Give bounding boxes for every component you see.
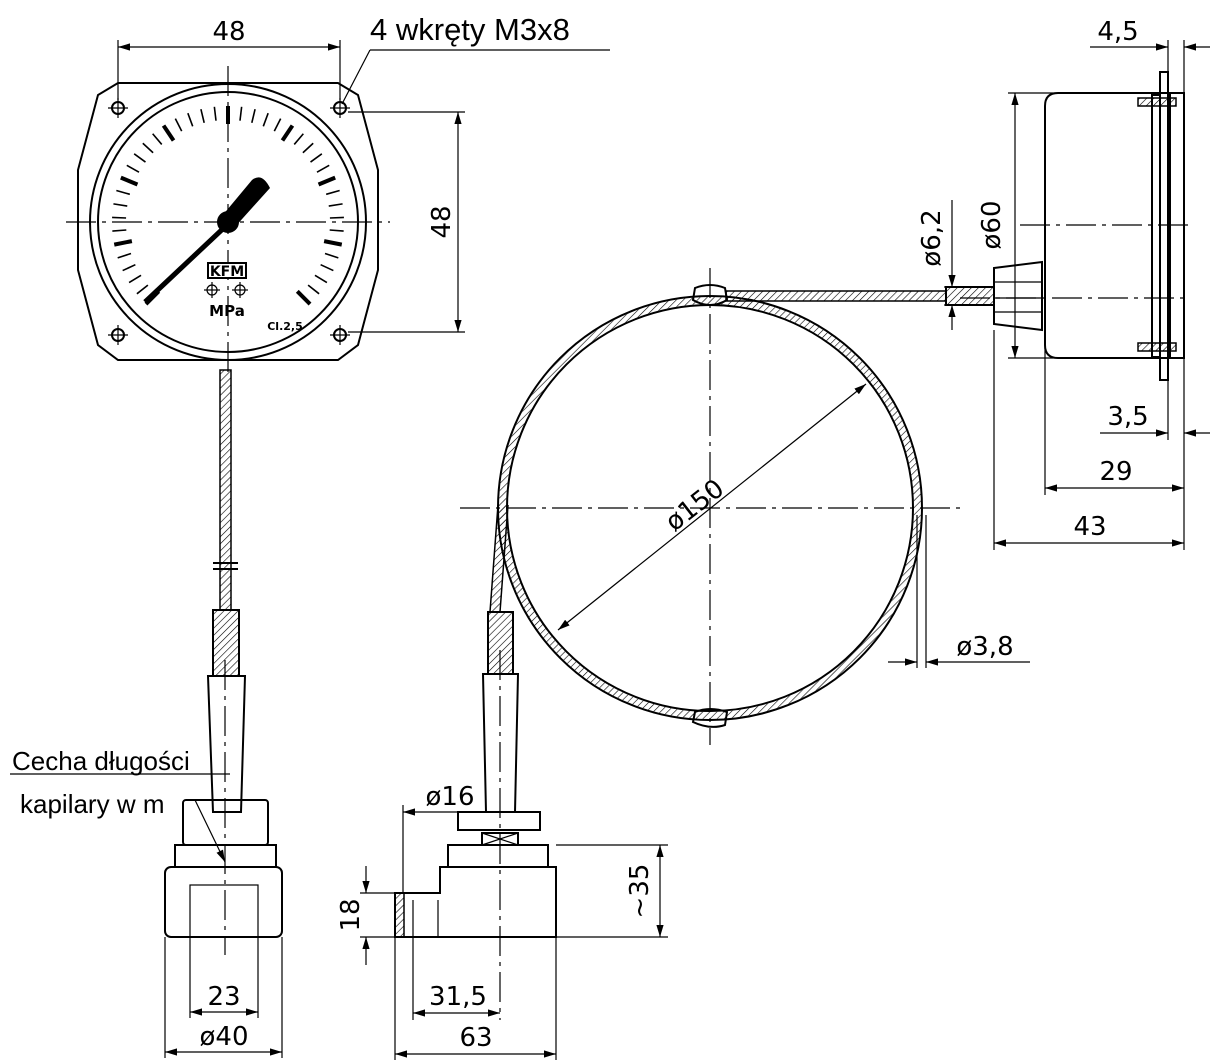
dim-23: 23 xyxy=(207,982,240,1012)
certification-symbols xyxy=(204,282,248,298)
dial-tick xyxy=(142,142,154,154)
dial-tick xyxy=(239,106,243,121)
dial-tick xyxy=(113,239,133,247)
screws-note: 4 wkręty M3x8 xyxy=(370,12,570,47)
dial-tick xyxy=(126,164,140,173)
dial-tick xyxy=(251,109,256,124)
dim-d40: ø40 xyxy=(200,1022,249,1052)
dial-tick xyxy=(280,124,295,142)
dim-d16: ø16 xyxy=(426,782,475,812)
dial-tick xyxy=(316,164,330,173)
dim-d60: ø60 xyxy=(977,201,1007,250)
dial-tick xyxy=(329,216,344,219)
brand-logo-box xyxy=(207,262,247,279)
dial-tick xyxy=(310,153,323,163)
dim-approx-35: ~35 xyxy=(625,864,655,919)
dial-tick xyxy=(213,106,217,121)
dial-tick xyxy=(262,112,269,127)
dial-tick xyxy=(113,203,128,207)
dial-tick xyxy=(273,118,282,132)
dial-tick xyxy=(314,274,328,284)
dim-63: 63 xyxy=(459,1023,492,1053)
coiled-capillary-view: ø150 ø3,8 ø16 18 ~35 xyxy=(336,268,1030,1060)
gauge-pointer xyxy=(143,177,270,304)
dial-tick xyxy=(320,263,334,272)
brand-logo: KFM xyxy=(210,264,244,280)
dial-tick xyxy=(116,189,131,196)
dial-tick xyxy=(324,252,339,259)
dial-tick xyxy=(328,203,343,207)
accuracy-class: Cl.2,5 xyxy=(267,320,303,333)
dial-tick xyxy=(329,229,344,232)
dim-48-width: 48 xyxy=(212,17,245,47)
dial-tick xyxy=(325,189,340,196)
dim-d3-8: ø3,8 xyxy=(956,632,1013,662)
dim-29: 29 xyxy=(1099,457,1132,487)
screw-holes xyxy=(108,98,350,345)
dial-tick xyxy=(112,229,127,232)
dim-31-5: 31,5 xyxy=(429,982,487,1012)
gauge-flange-outline xyxy=(77,82,379,361)
unit-label: MPa xyxy=(209,302,245,320)
dim-48-height: 48 xyxy=(427,205,457,238)
dial-tick xyxy=(293,133,304,145)
dial-tick xyxy=(302,142,314,154)
gauge-front-view: KFM MPa Cl.2,5 48 48 4 wkręty M3x8 xyxy=(66,12,610,372)
gauge-side-view: ø60 ø6,2 4,5 3,5 29 43 xyxy=(917,17,1210,550)
dim-d150: ø150 xyxy=(660,474,730,538)
dial-tick xyxy=(136,284,149,295)
dim-d6-2: ø6,2 xyxy=(917,209,947,266)
dial-tick xyxy=(120,175,139,187)
dial-tick xyxy=(112,216,127,219)
dial-tick xyxy=(128,274,142,284)
dial-tick xyxy=(161,124,176,142)
dim-43: 43 xyxy=(1073,512,1106,542)
dim-3-5: 3,5 xyxy=(1107,402,1148,432)
dial-tick xyxy=(122,263,136,272)
dial-tick xyxy=(323,239,343,247)
dial-tick xyxy=(133,153,146,163)
dial-tick xyxy=(307,284,320,295)
dim-4-5: 4,5 xyxy=(1097,17,1138,47)
dim-18: 18 xyxy=(336,898,366,931)
dial-tick xyxy=(317,175,336,187)
dial-tick xyxy=(117,252,132,259)
dial-tick xyxy=(200,109,205,124)
dial-tick xyxy=(174,118,183,132)
dial-tick xyxy=(295,289,312,306)
dial-tick xyxy=(187,112,194,127)
gauge-scale-ticks xyxy=(112,106,344,306)
front-capillary-and-bulb: 23 ø40 Cecha długości kapilary w m xyxy=(10,369,283,1058)
dial-tick xyxy=(152,133,163,145)
length-mark-label-1: Cecha długości xyxy=(12,746,190,776)
length-mark-label-2: kapilary w m xyxy=(20,789,164,819)
